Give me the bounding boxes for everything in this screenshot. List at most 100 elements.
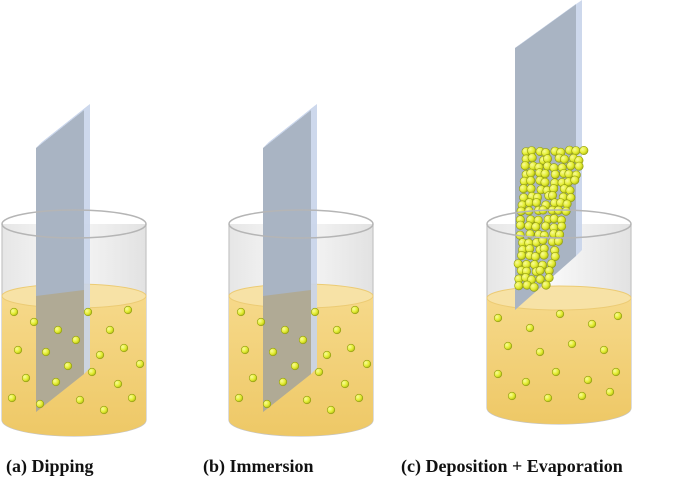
deposited-nanoparticle — [547, 191, 557, 201]
deposited-nanoparticle — [530, 252, 540, 262]
deposited-nanoparticle — [526, 176, 536, 186]
deposited-nanoparticle — [517, 251, 527, 261]
nanoparticle — [611, 367, 621, 377]
nanoparticle — [87, 367, 97, 377]
nanoparticle — [127, 393, 137, 403]
deposited-nanoparticle — [557, 221, 567, 231]
nanoparticle — [256, 317, 266, 327]
nanoparticle — [507, 391, 517, 401]
substrate-a — [36, 104, 90, 412]
nanoparticle — [248, 373, 258, 383]
panel-a-dipping — [1, 104, 147, 437]
deposited-nanoparticle — [550, 252, 560, 262]
nanoparticle — [236, 307, 246, 317]
nanoparticle — [535, 347, 545, 357]
nanoparticle — [298, 335, 308, 345]
deposited-nanoparticle — [566, 161, 576, 171]
nanoparticle — [493, 369, 503, 379]
beaker-rim-c — [486, 209, 632, 239]
deposited-nanoparticle — [535, 274, 545, 284]
deposited-nanoparticle — [535, 265, 545, 275]
deposited-nanoparticle — [540, 177, 550, 187]
nanoparticle — [278, 377, 288, 387]
nanoparticle — [302, 395, 312, 405]
nanoparticle — [63, 361, 73, 371]
nanoparticle — [234, 393, 244, 403]
deposited-nanoparticle — [553, 236, 563, 246]
beaker-rim-b — [228, 209, 374, 239]
deposited-nanoparticle — [520, 161, 530, 171]
nanoparticle — [525, 323, 535, 333]
nanoparticle — [9, 307, 19, 317]
nanoparticle — [53, 325, 63, 335]
nanoparticle — [113, 379, 123, 389]
nanoparticle — [99, 405, 109, 415]
caption-deposition-evaporation: (c) Deposition + Evaporation — [401, 456, 623, 476]
substrate-b — [263, 104, 317, 412]
particles-c — [493, 309, 623, 403]
nanoparticle — [354, 393, 364, 403]
nanoparticle — [346, 343, 356, 353]
caption-dipping: (a) Dipping — [6, 456, 94, 476]
nanoparticle — [290, 361, 300, 371]
deposited-nanoparticle — [541, 221, 551, 231]
nanoparticle — [613, 311, 623, 321]
deposited-nanoparticle — [529, 282, 539, 292]
nanoparticle — [21, 373, 31, 383]
nanoparticle — [135, 359, 145, 369]
deposited-nanoparticle — [518, 184, 528, 194]
deposited-nanoparticle — [574, 161, 584, 171]
nanoparticle — [555, 309, 565, 319]
nanoparticle — [105, 325, 115, 335]
deposited-nanoparticle — [550, 169, 560, 179]
nanoparticle — [310, 307, 320, 317]
deposited-nanoparticle — [526, 168, 536, 178]
panel-b-immersion — [228, 104, 374, 437]
nanoparticle — [41, 347, 51, 357]
nanoparticle — [503, 341, 513, 351]
nanoparticle — [75, 395, 85, 405]
particles-a — [7, 305, 145, 415]
panel-c-deposition-evaporation — [486, 0, 632, 425]
nanoparticle — [13, 345, 23, 355]
nanoparticle — [332, 325, 342, 335]
nanoparticle — [51, 377, 61, 387]
nanoparticle — [326, 405, 336, 415]
nanoparticle — [268, 347, 278, 357]
nanoparticle — [493, 313, 503, 323]
nanoparticle — [262, 399, 272, 409]
deposited-nanoparticle — [559, 154, 569, 164]
caption-immersion: (b) Immersion — [203, 456, 314, 476]
nanoparticle — [599, 345, 609, 355]
nanoparticle — [314, 367, 324, 377]
nanoparticle — [583, 375, 593, 385]
deposited-nanoparticle — [539, 250, 549, 260]
deposited-nanoparticle — [570, 175, 580, 185]
nanoparticle — [605, 387, 615, 397]
nanoparticle — [240, 345, 250, 355]
beaker-rim-a — [1, 209, 147, 239]
liquid-c — [486, 285, 632, 424]
nanoparticle — [95, 350, 105, 360]
deposited-nanoparticle — [561, 206, 571, 216]
nanoparticle — [29, 317, 39, 327]
nanoparticle — [83, 307, 93, 317]
nanoparticle — [350, 305, 360, 315]
nanoparticle — [119, 343, 129, 353]
nanoparticle — [543, 393, 553, 403]
deposited-nanoparticle — [531, 222, 541, 232]
nanoparticle — [340, 379, 350, 389]
nanoparticle — [35, 399, 45, 409]
nanoparticle — [71, 335, 81, 345]
deposited-nanoparticle — [579, 146, 589, 156]
particle-film-c — [513, 145, 589, 292]
deposited-nanoparticle — [514, 281, 524, 291]
deposited-nanoparticle — [527, 153, 537, 163]
nanoparticle — [362, 359, 372, 369]
nanoparticle — [123, 305, 133, 315]
nanoparticle — [577, 391, 587, 401]
nanoparticle — [567, 339, 577, 349]
deposited-nanoparticle — [541, 280, 551, 290]
particles-b — [234, 305, 372, 415]
nanoparticle — [521, 377, 531, 387]
